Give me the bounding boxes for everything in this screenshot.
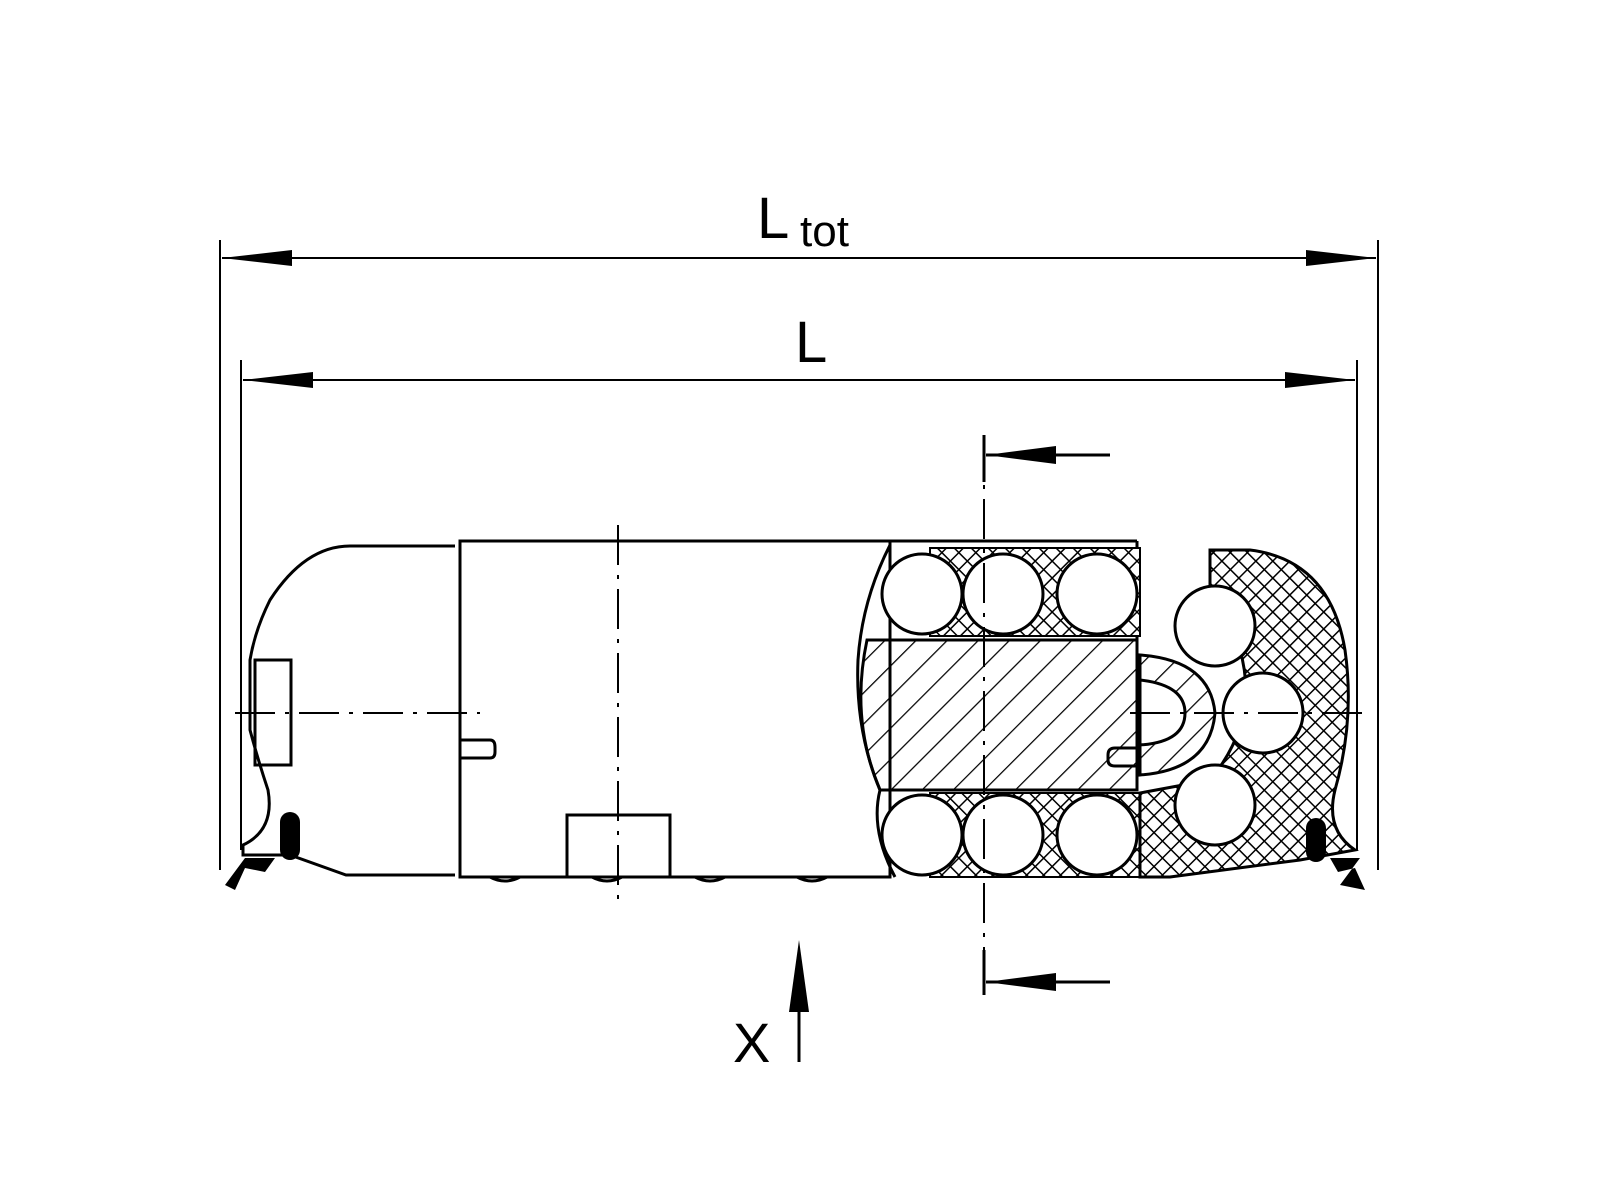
arrow-up-icon [789, 940, 809, 1012]
right-wiper-icon [1330, 858, 1365, 890]
right-end-seal [1306, 818, 1365, 890]
l-label: L [795, 310, 827, 375]
view-direction-x: X [733, 940, 809, 1074]
extension-lines [219, 240, 1379, 870]
section-arrow-bottom-icon [986, 973, 1056, 991]
section-cut [982, 435, 1110, 995]
dimension-ltot: L tot [222, 186, 1376, 266]
left-wiper-icon [225, 858, 275, 890]
main-sleeve [458, 525, 892, 908]
x-label: X [733, 1011, 770, 1074]
left-end-cap [225, 544, 497, 890]
dimension-l: L [243, 310, 1355, 388]
section-arrow-top-icon [986, 446, 1056, 464]
ltot-label: L [757, 186, 789, 251]
ltot-subscript: tot [800, 207, 849, 256]
left-seal-lip [280, 812, 300, 860]
